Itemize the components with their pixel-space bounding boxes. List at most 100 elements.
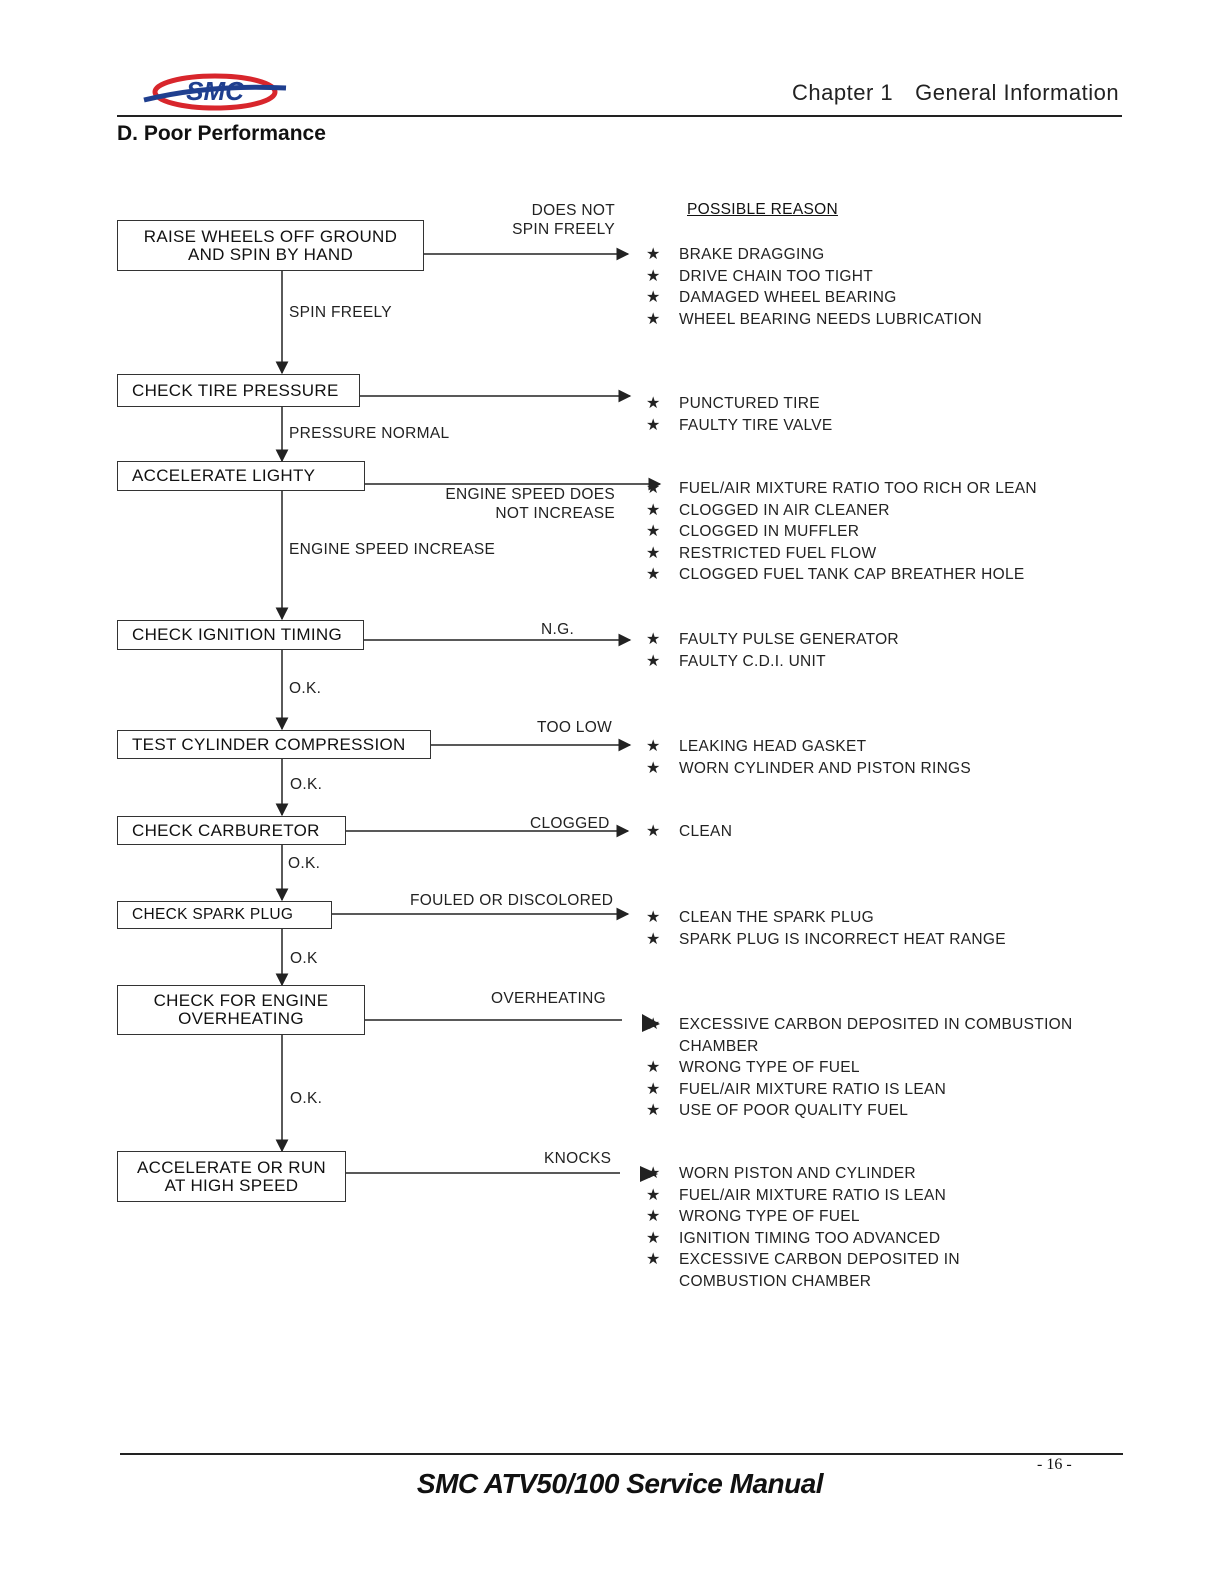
- reason-item: ★FUEL/AIR MIXTURE RATIO IS LEAN: [646, 1079, 1073, 1101]
- star-icon: ★: [646, 566, 661, 583]
- star-icon: ★: [646, 1229, 661, 1247]
- reason-list-9: ★WORN PISTON AND CYLINDER ★FUEL/AIR MIXT…: [646, 1163, 960, 1292]
- fail-label-8: OVERHEATING: [491, 989, 606, 1008]
- step-label-line: ACCELERATE OR RUN: [137, 1157, 326, 1177]
- reason-item: ★EXCESSIVE CARBON DEPOSITED IN COMBUSTIO…: [646, 1014, 1073, 1057]
- reason-list-4: ★FAULTY PULSE GENERATOR ★FAULTY C.D.I. U…: [646, 629, 899, 672]
- reason-item: ★WORN CYLINDER AND PISTON RINGS: [646, 758, 971, 780]
- chapter-header: Chapter 1 General Information: [792, 80, 1119, 106]
- step-box-test-cylinder-compression: TEST CYLINDER COMPRESSION: [117, 730, 431, 759]
- star-icon: ★: [646, 267, 661, 285]
- reason-item: ★SPARK PLUG IS INCORRECT HEAT RANGE: [646, 929, 1006, 951]
- fail-label-6: CLOGGED: [530, 814, 610, 833]
- star-icon: ★: [646, 1059, 661, 1076]
- header-rule: [117, 115, 1122, 117]
- star-icon: ★: [646, 1186, 661, 1204]
- reason-item: ★FAULTY PULSE GENERATOR: [646, 629, 899, 651]
- star-icon: ★: [646, 416, 661, 434]
- pass-label-5: O.K.: [290, 776, 323, 793]
- reason-list-7: ★CLEAN THE SPARK PLUG ★SPARK PLUG IS INC…: [646, 907, 1006, 950]
- reason-item: ★WRONG TYPE OF FUEL: [646, 1057, 1073, 1079]
- manual-title: SMC ATV50/100 Service Manual: [416, 1468, 824, 1499]
- step-label-line: CHECK TIRE PRESSURE: [132, 380, 339, 400]
- star-icon: ★: [646, 1251, 661, 1268]
- star-icon: ★: [646, 246, 661, 263]
- reason-item: ★DRIVE CHAIN TOO TIGHT: [646, 266, 982, 288]
- fail-label-9: KNOCKS: [544, 1149, 611, 1168]
- fail-label-line: SPIN FREELY: [512, 221, 615, 238]
- chapter-number: Chapter 1: [792, 80, 894, 105]
- reason-list-8: ★EXCESSIVE CARBON DEPOSITED IN COMBUSTIO…: [646, 1014, 1073, 1122]
- fail-label-7: FOULED OR DISCOLORED: [410, 891, 613, 910]
- reason-item: ★FUEL/AIR MIXTURE RATIO TOO RICH OR LEAN: [646, 478, 1037, 500]
- smc-logo-graphic: SMC: [143, 73, 287, 111]
- pass-label-2: PRESSURE NORMAL: [289, 425, 450, 442]
- reason-item: ★CLEAN: [646, 821, 732, 843]
- reason-list-6: ★CLEAN: [646, 821, 732, 843]
- reason-item: ★FUEL/AIR MIXTURE RATIO IS LEAN: [646, 1185, 960, 1207]
- step-box-check-engine-overheating: CHECK FOR ENGINE OVERHEATING: [117, 985, 365, 1035]
- fail-label-line: CLOGGED: [530, 815, 610, 832]
- smc-logo: SMC: [140, 70, 290, 116]
- step-label-line: RAISE WHEELS OFF GROUND: [143, 226, 398, 246]
- step-box-check-tire-pressure: CHECK TIRE PRESSURE: [117, 374, 360, 407]
- possible-reason-header: POSSIBLE REASON: [687, 201, 838, 218]
- step-box-check-carburetor: CHECK CARBURETOR: [117, 816, 346, 845]
- star-icon: ★: [646, 289, 661, 306]
- step-box-raise-wheels: RAISE WHEELS OFF GROUND AND SPIN BY HAND: [117, 220, 424, 271]
- step-label-line: OVERHEATING: [178, 1009, 304, 1028]
- step-box-check-spark-plug: CHECK SPARK PLUG: [117, 901, 332, 929]
- page-number: - 16 -: [1037, 1456, 1072, 1473]
- step-label-line: CHECK CARBURETOR: [132, 820, 320, 840]
- star-icon: ★: [646, 523, 661, 540]
- star-icon: ★: [646, 395, 661, 412]
- fail-label-line: N.G.: [541, 621, 575, 638]
- fail-label-5: TOO LOW: [537, 718, 612, 737]
- star-icon: ★: [646, 1102, 661, 1119]
- reason-item: ★CLOGGED IN MUFFLER: [646, 521, 1037, 543]
- chapter-title: General Information: [915, 80, 1120, 105]
- reason-list-5: ★LEAKING HEAD GASKET ★WORN CYLINDER AND …: [646, 736, 971, 779]
- fail-label-line: NOT INCREASE: [495, 505, 615, 522]
- fail-label-line: DOES NOT: [531, 202, 615, 219]
- fail-label-line: KNOCKS: [544, 1150, 612, 1167]
- pass-label-3: ENGINE SPEED INCREASE: [289, 541, 496, 558]
- fail-label-3: ENGINE SPEED DOES NOT INCREASE: [445, 485, 615, 523]
- pass-label-6: O.K.: [288, 855, 321, 872]
- step-label-line: TEST CYLINDER COMPRESSION: [132, 734, 406, 754]
- logo-text: SMC: [186, 76, 245, 106]
- fail-label-line: TOO LOW: [537, 719, 613, 736]
- step-label-line: CHECK FOR ENGINE: [153, 991, 329, 1010]
- reason-item: ★WRONG TYPE OF FUEL: [646, 1206, 960, 1228]
- reason-item: ★CLOGGED IN AIR CLEANER: [646, 500, 1037, 522]
- fail-label-line: ENGINE SPEED DOES: [445, 486, 615, 503]
- reason-list-3: ★FUEL/AIR MIXTURE RATIO TOO RICH OR LEAN…: [646, 478, 1037, 586]
- star-icon: ★: [646, 909, 661, 926]
- step-box-accelerate-high-speed: ACCELERATE OR RUN AT HIGH SPEED: [117, 1151, 346, 1202]
- step-label-line: CHECK SPARK PLUG: [132, 906, 294, 923]
- step-box-accelerate-lighty: ACCELERATE LIGHTY: [117, 461, 365, 491]
- reason-item: ★LEAKING HEAD GASKET: [646, 736, 971, 758]
- reason-item: ★CLEAN THE SPARK PLUG: [646, 907, 1006, 929]
- reason-item: ★RESTRICTED FUEL FLOW: [646, 543, 1037, 565]
- star-icon: ★: [646, 631, 661, 648]
- pass-label-8: O.K.: [290, 1090, 323, 1107]
- star-icon: ★: [646, 738, 661, 755]
- reason-item: ★WHEEL BEARING NEEDS LUBRICATION: [646, 309, 982, 331]
- pass-label-1: SPIN FREELY: [289, 304, 392, 321]
- fail-label-4: N.G.: [541, 620, 574, 639]
- reason-item: ★DAMAGED WHEEL BEARING: [646, 287, 982, 309]
- star-icon: ★: [646, 310, 661, 328]
- step-label-line: AT HIGH SPEED: [164, 1175, 299, 1195]
- step-label-line: AND SPIN BY HAND: [187, 244, 354, 264]
- reason-list-1: ★BRAKE DRAGGING ★DRIVE CHAIN TOO TIGHT ★…: [646, 244, 982, 330]
- reason-item: ★BRAKE DRAGGING: [646, 244, 982, 266]
- fail-label-line: OVERHEATING: [491, 990, 606, 1007]
- star-icon: ★: [646, 823, 661, 840]
- reason-list-2: ★PUNCTURED TIRE ★FAULTY TIRE VALVE: [646, 393, 833, 436]
- arrowhead-reason-9: [640, 1166, 658, 1182]
- reason-item: ★CLOGGED FUEL TANK CAP BREATHER HOLE: [646, 564, 1037, 586]
- star-icon: ★: [646, 1208, 661, 1225]
- reason-item: ★FAULTY C.D.I. UNIT: [646, 651, 899, 673]
